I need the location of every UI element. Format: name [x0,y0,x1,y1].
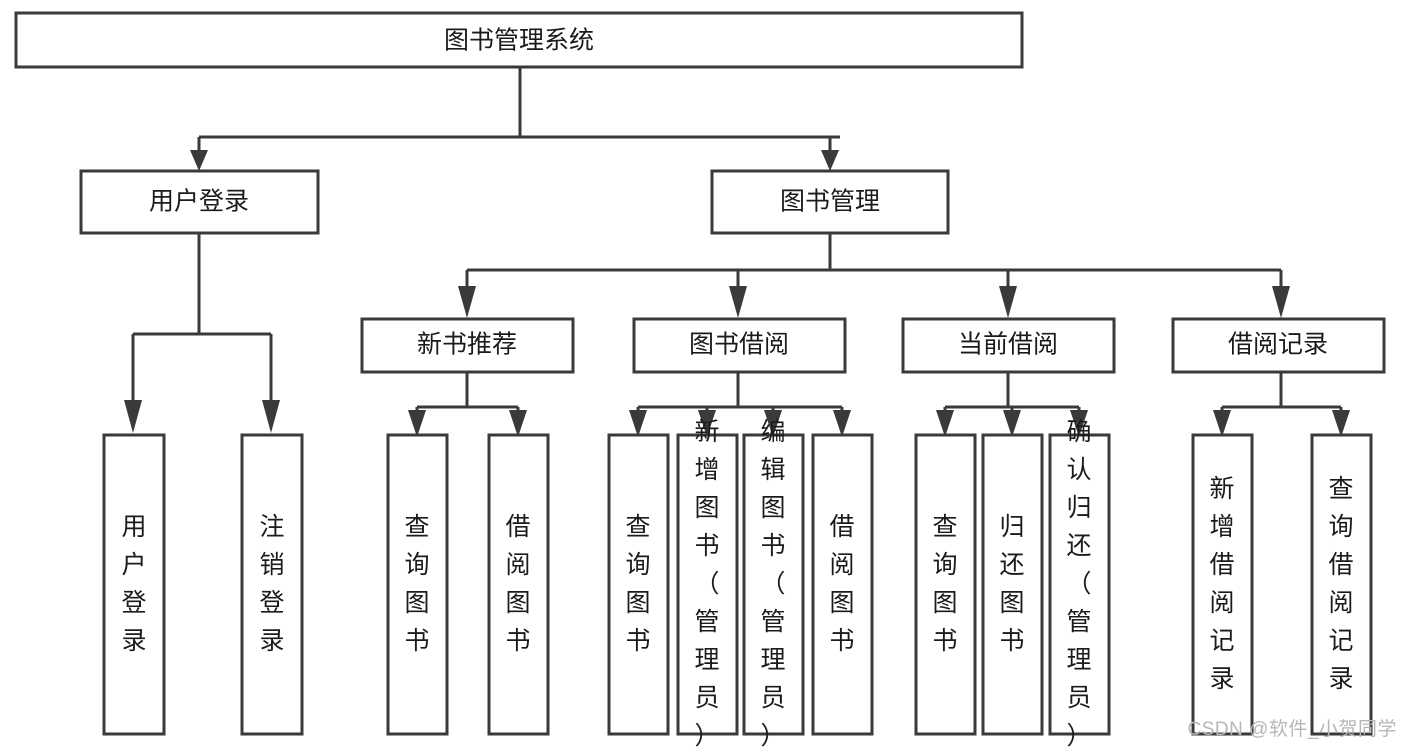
leaf-borrow-borrow-book[interactable]: 借阅图书 [811,433,874,736]
node-new-book-recommend-label: 新书推荐 [417,331,517,359]
node-book-management-label: 图书管理 [780,188,880,216]
arrow-head-book-borrow [729,286,747,318]
arrow-head-borrow-record-leaf-2 [1332,410,1350,437]
leaf-logout-label: 注销登录 [259,513,284,655]
arrow-head-leaf-user-login [124,400,142,433]
leaf-new-book-borrow-label: 借阅图书 [505,513,530,655]
node-current-borrow-label: 当前借阅 [958,331,1058,359]
leaf-borrow-add-book[interactable]: 新增图书（管理员） [676,418,739,747]
connector-layer [124,67,1350,437]
leaf-current-return-book-label: 归还图书 [999,513,1024,655]
leaf-new-book-query[interactable]: 查询图书 [386,433,449,736]
csdn-watermark: CSDN @软件_小贺同学 [1187,719,1397,740]
leaf-user-login-label: 用户登录 [121,513,146,655]
arrow-head-new-book-leaf-1 [408,410,426,437]
node-borrow-record[interactable]: 借阅记录 [1171,317,1386,374]
arrow-head-borrow-record-leaf-1 [1213,410,1231,437]
arrow-head-book-borrow-leaf-2 [698,410,716,437]
arrow-head-book-borrow-leaf-3 [764,410,782,437]
arrow-head-book-borrow-leaf-1 [629,410,647,437]
leaf-current-query-book[interactable]: 查询图书 [914,433,977,736]
node-new-book-recommend[interactable]: 新书推荐 [360,317,575,374]
arrow-head-current-borrow-leaf-2 [1003,410,1021,437]
leaf-record-add-label: 新增借阅记录 [1209,475,1234,693]
leaf-current-confirm-return[interactable]: 确认归还（管理员） [1048,418,1111,747]
leaf-current-query-book-label: 查询图书 [932,513,957,655]
node-user-login-label: 用户登录 [149,188,249,216]
arrow-head-current-borrow [999,286,1017,318]
leaf-record-query-label: 查询借阅记录 [1328,475,1353,693]
node-book-management[interactable]: 图书管理 [710,169,950,235]
node-book-borrow-label: 图书借阅 [689,331,789,359]
arrow-head-current-borrow-leaf-1 [936,410,954,437]
arrow-head-leaf-logout [262,400,280,433]
node-book-borrow[interactable]: 图书借阅 [632,317,847,374]
leaf-new-book-borrow[interactable]: 借阅图书 [487,433,550,736]
leaf-borrow-query-book[interactable]: 查询图书 [607,433,670,736]
leaf-borrow-borrow-book-label: 借阅图书 [829,513,854,655]
leaf-current-return-book[interactable]: 归还图书 [981,433,1044,736]
leaf-current-confirm-return-label: 确认归还（管理员） [1066,418,1091,747]
leaf-borrow-add-book-label: 新增图书（管理员） [694,418,719,747]
arrow-head-book-borrow-leaf-4 [833,410,851,437]
arrow-head-book-manage [821,150,839,171]
arrow-head-current-borrow-leaf-3 [1070,410,1088,437]
node-root-label: 图书管理系统 [444,27,594,55]
leaf-logout[interactable]: 注销登录 [240,433,304,736]
node-user-login[interactable]: 用户登录 [79,169,320,235]
node-borrow-record-label: 借阅记录 [1228,331,1328,359]
arrow-head-new-book [458,286,476,318]
leaf-user-login[interactable]: 用户登录 [102,433,166,736]
leaf-borrow-edit-book-label: 编辑图书（管理员） [760,418,785,747]
leaf-record-add[interactable]: 新增借阅记录 [1191,433,1254,736]
leaf-borrow-edit-book[interactable]: 编辑图书（管理员） [742,418,805,747]
arrow-head-user-login [190,150,208,171]
leaf-borrow-query-book-label: 查询图书 [625,513,650,655]
arrow-head-borrow-record [1272,286,1290,318]
arrow-head-new-book-leaf-2 [509,410,527,437]
node-root-system[interactable]: 图书管理系统 [14,11,1024,69]
node-current-borrow[interactable]: 当前借阅 [901,317,1116,374]
leaf-record-query[interactable]: 查询借阅记录 [1310,433,1373,736]
leaf-new-book-query-label: 查询图书 [404,513,429,655]
